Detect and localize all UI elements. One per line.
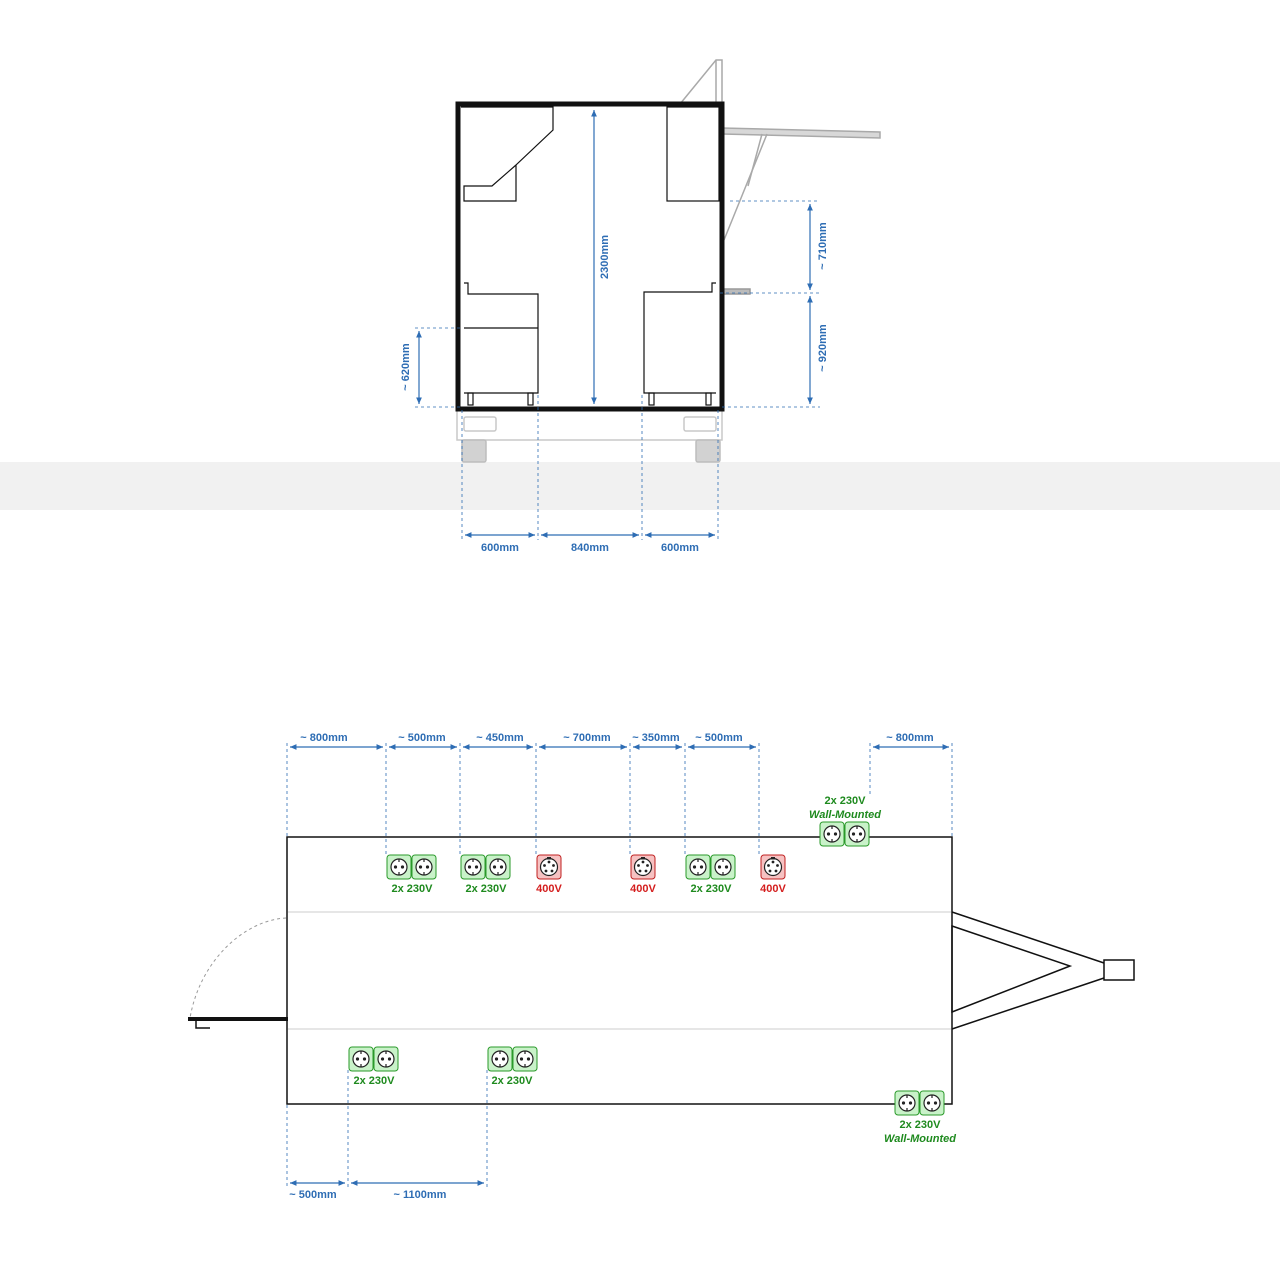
socket-400v-icon (630, 854, 656, 880)
wall-bottom-sublabel: Wall-Mounted (884, 1133, 956, 1145)
socket-label-6: 400V (760, 883, 786, 895)
ground-band (0, 462, 1280, 510)
socket-230v-icon (485, 854, 511, 880)
socket-230v-icon (487, 1046, 513, 1072)
wall-bottom-label: 2x 230V (900, 1119, 942, 1131)
drawbar (951, 911, 1135, 1030)
socket-230v-icon (844, 821, 870, 847)
socket-label-5: 2x 230V (691, 883, 733, 895)
top-dim-4: ~ 700mm (563, 732, 611, 744)
socket-230v-icon (512, 1046, 538, 1072)
bottom-socket-label-1: 2x 230V (354, 1075, 396, 1087)
bottom-dim-1: ~ 500mm (289, 1189, 337, 1201)
socket-230v-icon (411, 854, 437, 880)
top-dim-5: ~ 350mm (632, 732, 680, 744)
width-label-left: 600mm (481, 542, 519, 554)
left-counter (464, 282, 539, 406)
socket-230v-icon (460, 854, 486, 880)
top-view: ~ 800mm ~ 500mm ~ 450mm ~ 700mm ~ 350mm … (188, 732, 1135, 1201)
socket-230v-icon (348, 1046, 374, 1072)
top-dim-6: ~ 500mm (695, 732, 743, 744)
top-dim-7: ~ 800mm (886, 732, 934, 744)
socket-label-3: 400V (536, 883, 562, 895)
socket-400v-icon (536, 854, 562, 880)
socket-230v-icon (819, 821, 845, 847)
wall-top-label: 2x 230V (825, 795, 867, 807)
chassis (456, 409, 723, 463)
hatch-lower-label: ~ 920mm (817, 324, 829, 372)
right-counter (643, 282, 716, 406)
socket-label-1: 2x 230V (392, 883, 434, 895)
socket-230v-icon (685, 854, 711, 880)
side-extension-lines (415, 200, 820, 540)
side-dimension-lines (416, 110, 813, 538)
top-dim-2: ~ 500mm (398, 732, 446, 744)
upper-left-cabinet (461, 106, 554, 202)
socket-230v-icon (373, 1046, 399, 1072)
width-label-center: 840mm (571, 542, 609, 554)
width-label-right: 600mm (661, 542, 699, 554)
counter-height-label: ~ 620mm (400, 343, 412, 391)
serving-hatch (679, 59, 881, 295)
bottom-socket-label-2: 2x 230V (492, 1075, 534, 1087)
socket-230v-icon (710, 854, 736, 880)
bottom-dim-2: ~ 1100mm (394, 1189, 447, 1201)
socket-label-4: 400V (630, 883, 656, 895)
socket-400v-icon (760, 854, 786, 880)
top-extension-lines (286, 743, 953, 1188)
socket-layer (348, 821, 945, 1116)
socket-230v-icon (894, 1090, 920, 1116)
upper-right-cabinet (666, 106, 720, 202)
height-label: 2300mm (599, 235, 611, 279)
socket-label-2: 2x 230V (466, 883, 508, 895)
side-view: 2300mm ~ 620mm ~ 710mm ~ 920mm 600mm 840… (0, 59, 1280, 554)
socket-230v-icon (386, 854, 412, 880)
wall-top-sublabel: Wall-Mounted (809, 809, 881, 821)
hatch-upper-label: ~ 710mm (817, 222, 829, 270)
door-swing-arc (189, 917, 287, 1019)
cabin-outline (455, 101, 725, 412)
socket-230v-icon (919, 1090, 945, 1116)
top-dim-1: ~ 800mm (300, 732, 348, 744)
top-dimension-lines (290, 744, 949, 1186)
door-handle (195, 1021, 210, 1029)
top-dim-3: ~ 450mm (476, 732, 524, 744)
